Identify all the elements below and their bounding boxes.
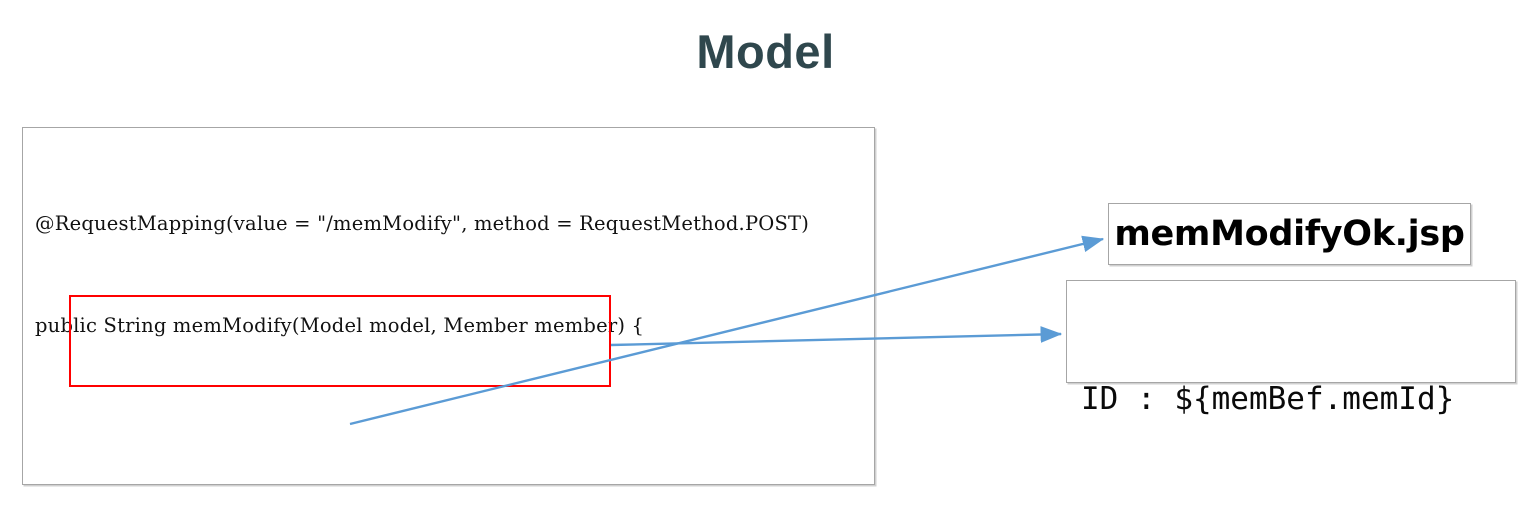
el-expression-box: ID : ${memBef.memId} ID : ${memAft.memId… — [1066, 280, 1516, 514]
jsp-file-box: memModifyOk.jsp — [1108, 203, 1471, 265]
el-line: ID : ${memBef.memId} — [1081, 381, 1455, 417]
page-title: Model — [696, 25, 835, 78]
code-line: @RequestMapping(value = "/memModify", me… — [35, 212, 810, 235]
el-expression-text: ID : ${memBef.memId} ID : ${memAft.memId… — [1081, 289, 1454, 514]
code-line-blank — [35, 411, 809, 445]
code-line: public String memModify(Model model, Mem… — [35, 314, 645, 337]
jsp-file-label: memModifyOk.jsp — [1114, 214, 1465, 254]
code-panel-text: @RequestMapping(value = "/memModify", me… — [35, 139, 809, 514]
code-panel: @RequestMapping(value = "/memModify", me… — [22, 127, 875, 485]
el-line: ID : ${memAft.memId} — [1081, 509, 1454, 514]
